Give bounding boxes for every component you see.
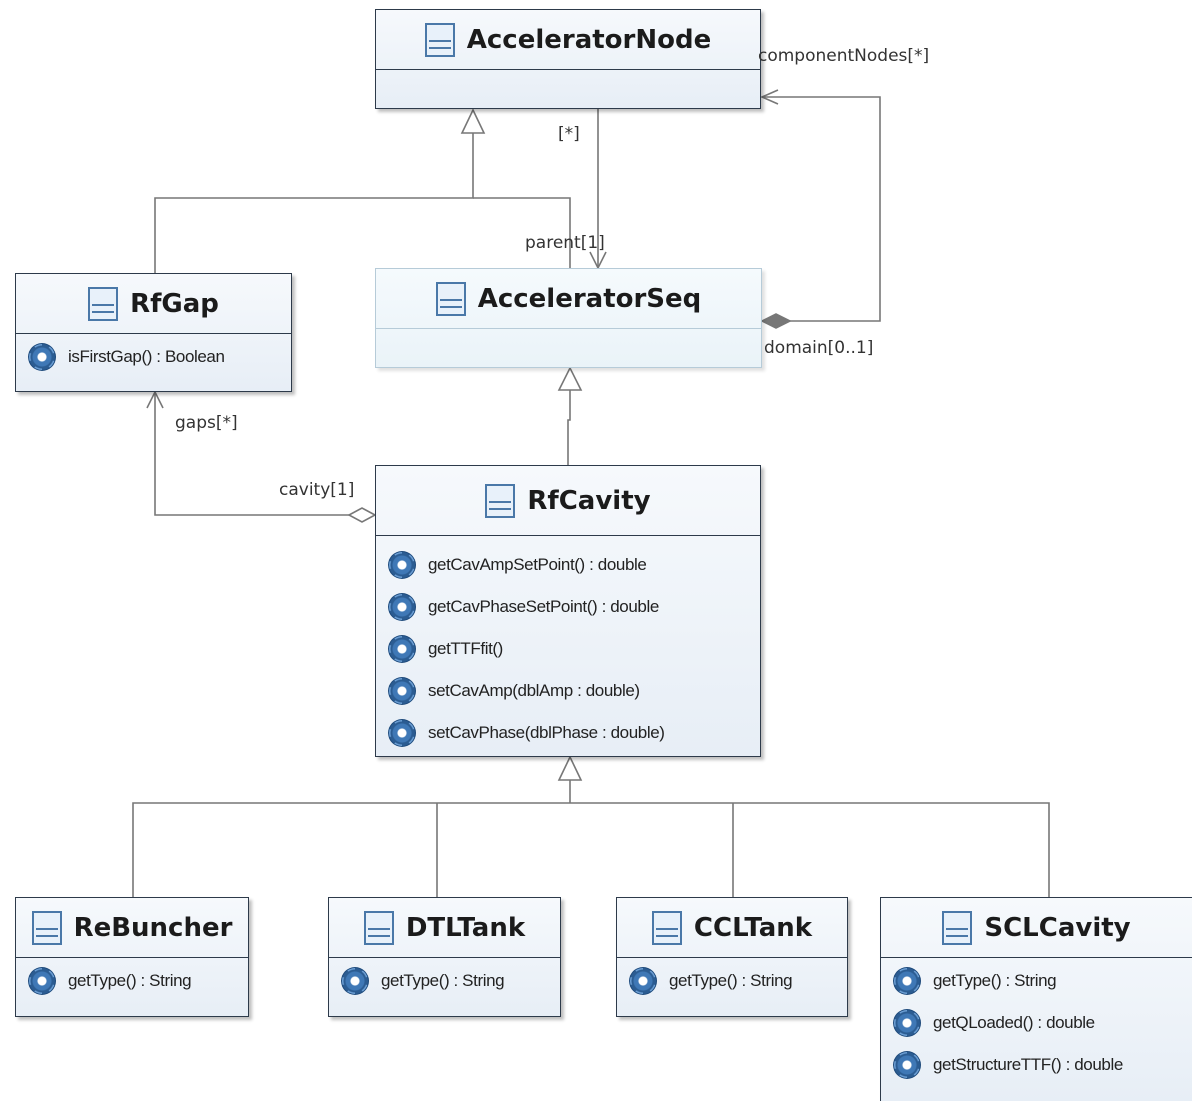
class-name: ReBuncher (73, 912, 233, 943)
class-header: AcceleratorNode (376, 10, 760, 70)
class-rfcavity[interactable]: RfCavity getCavAmpSetPoint() : double ge… (375, 465, 761, 757)
operation-gear-icon (893, 1051, 921, 1079)
class-header: RfGap (16, 274, 291, 334)
label-multiplicity-star: [*] (558, 124, 580, 144)
class-name: RfGap (130, 288, 219, 319)
operation: getType() : String (341, 960, 560, 1002)
operation-gear-icon (629, 967, 657, 995)
class-icon (651, 910, 682, 945)
composition-diamond (760, 313, 792, 329)
class-name: AcceleratorNode (466, 24, 712, 55)
generalization-rfgap (154, 133, 474, 273)
class-sclcavity[interactable]: SCLCavity getType() : String getQLoaded(… (880, 897, 1192, 1101)
label-parent: parent[1] (525, 233, 605, 253)
class-header: SCLCavity (881, 898, 1192, 958)
operation-gear-icon (388, 593, 416, 621)
class-icon (363, 910, 394, 945)
class-icon (435, 281, 466, 316)
generalization-triangle-seq (557, 366, 583, 391)
class-acceleratorseq[interactable]: AcceleratorSeq (375, 268, 762, 368)
operation: isFirstGap() : Boolean (28, 336, 291, 378)
class-rebuncher[interactable]: ReBuncher getType() : String (15, 897, 249, 1017)
class-acceleratornode[interactable]: AcceleratorNode (375, 9, 761, 109)
class-name: DTLTank (405, 912, 526, 943)
class-icon (31, 910, 62, 945)
class-icon (88, 286, 119, 321)
generalization-triangle-cavity (557, 755, 583, 781)
operation-gear-icon (28, 967, 56, 995)
class-icon (942, 910, 973, 945)
class-name: AcceleratorSeq (477, 283, 702, 314)
operation: getTTFfit() (388, 628, 760, 670)
label-gaps: gaps[*] (175, 413, 238, 433)
operation-gear-icon (893, 967, 921, 995)
gaps-association (154, 392, 350, 516)
label-cavity: cavity[1] (279, 480, 355, 500)
class-header: AcceleratorSeq (376, 269, 761, 329)
operation-gear-icon (388, 677, 416, 705)
generalization-acceleratorseq (473, 197, 571, 268)
class-name: CCLTank (693, 912, 813, 943)
class-ccltank[interactable]: CCLTank getType() : String (616, 897, 848, 1017)
operation-gear-icon (28, 343, 56, 371)
component-nodes-association (762, 96, 881, 322)
operation: getCavAmpSetPoint() : double (388, 544, 760, 586)
operation: getCavPhaseSetPoint() : double (388, 586, 760, 628)
aggregation-diamond (347, 507, 377, 523)
class-icon (424, 22, 455, 57)
label-domain: domain[0..1] (764, 338, 874, 358)
operation: getQLoaded() : double (893, 1002, 1192, 1044)
operation: getType() : String (893, 960, 1192, 1002)
operation: getStructureTTF() : double (893, 1044, 1192, 1086)
component-nodes-arrowhead (760, 89, 779, 105)
operation-gear-icon (388, 551, 416, 579)
class-header: DTLTank (329, 898, 560, 958)
class-header: ReBuncher (16, 898, 248, 958)
gaps-arrowhead (146, 390, 164, 409)
operation-gear-icon (388, 719, 416, 747)
class-name: RfCavity (527, 485, 651, 516)
operation: setCavAmp(dblAmp : double) (388, 670, 760, 712)
label-component-nodes: componentNodes[*] (758, 46, 930, 66)
operation: getType() : String (629, 960, 847, 1002)
class-icon (485, 483, 516, 518)
class-header: CCLTank (617, 898, 847, 958)
operation-gear-icon (893, 1009, 921, 1037)
operation: setCavPhase(dblPhase : double) (388, 712, 760, 754)
operation-gear-icon (388, 635, 416, 663)
class-dtltank[interactable]: DTLTank getType() : String (328, 897, 561, 1017)
operation: getType() : String (28, 960, 248, 1002)
class-header: RfCavity (376, 466, 760, 536)
class-rfgap[interactable]: RfGap isFirstGap() : Boolean (15, 273, 292, 392)
generalization-triangle-node (460, 108, 486, 134)
class-name: SCLCavity (984, 912, 1131, 943)
generalization-rfcavity (567, 390, 571, 465)
operation-gear-icon (341, 967, 369, 995)
